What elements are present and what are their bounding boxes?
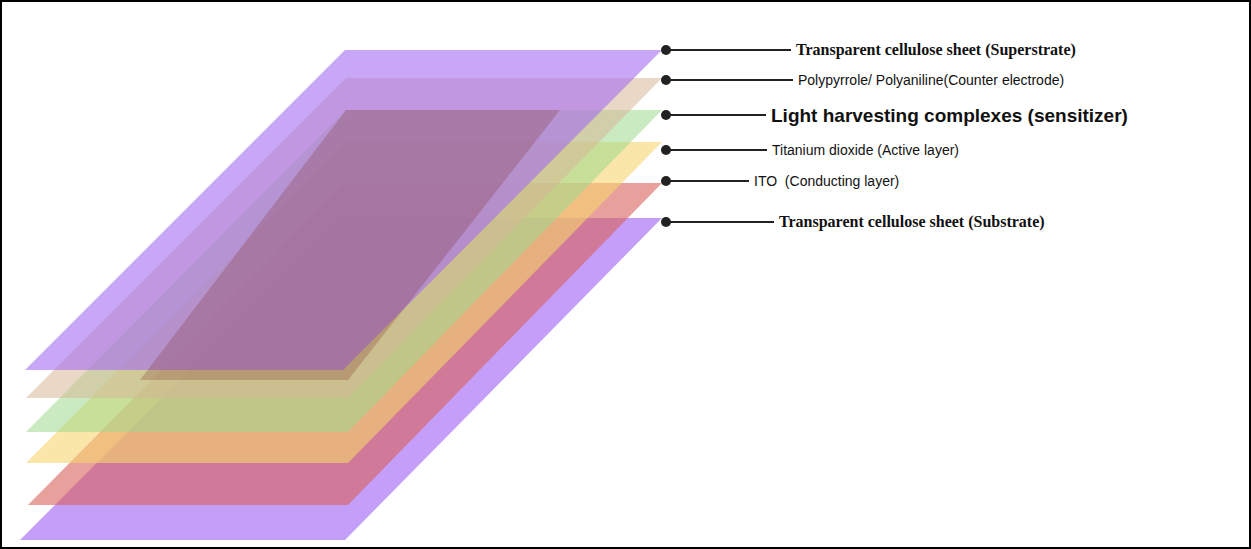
leader-dot <box>661 75 671 85</box>
layer-label: Light harvesting complexes (sensitizer) <box>771 106 1128 125</box>
leader-dot <box>661 145 671 155</box>
leader-dots <box>661 45 671 227</box>
overlap-shade <box>140 110 560 380</box>
leader-line <box>666 180 749 182</box>
layer-label: Transparent cellulose sheet (Substrate) <box>779 214 1045 230</box>
leader-dot <box>661 45 671 55</box>
layer-label: Titanium dioxide (Active layer) <box>772 143 959 157</box>
leader-line <box>666 49 791 51</box>
leader-line <box>666 221 774 223</box>
leader-dot <box>661 217 671 227</box>
layer-label: Transparent cellulose sheet (Superstrate… <box>796 42 1076 58</box>
layers <box>20 50 662 540</box>
layer-label: Polypyrrole/ Polyaniline(Counter electro… <box>798 73 1064 87</box>
leader-line <box>666 149 767 151</box>
leader-line <box>666 79 793 81</box>
leader-dot <box>661 176 671 186</box>
leader-line <box>666 114 766 116</box>
layer-label: ITO (Conducting layer) <box>754 174 899 188</box>
leader-lines <box>666 50 793 222</box>
leader-dot <box>661 110 671 120</box>
